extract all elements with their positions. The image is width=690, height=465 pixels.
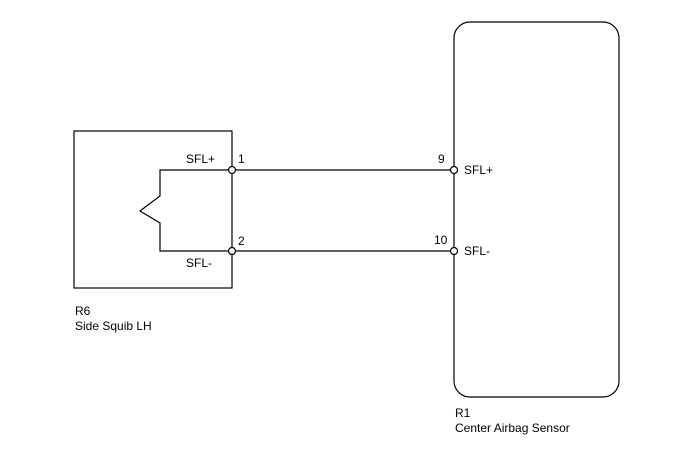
r1-pin10-number-label: 10 [434,233,448,247]
airbag-sensor-ref: R1 [455,406,471,420]
pin-r6-1 [227,165,237,175]
side-squib-box [73,130,233,289]
side-squib-ref: R6 [75,304,91,318]
r1-pin9-signal-label: SFL+ [464,163,493,177]
r1-pin9-number-label: 9 [438,152,445,166]
pin-r1-10 [449,246,459,256]
r6-pin1-number-label: 1 [238,152,245,166]
r6-pin1-signal-label: SFL+ [186,152,215,166]
r1-pin10-signal-label: SFL- [464,244,490,258]
r6-pin2-number-label: 2 [238,234,245,248]
side-squib-name: Side Squib LH [75,319,152,333]
squib-element [138,169,232,252]
airbag-sensor-box [453,21,620,398]
pin-r1-9 [449,165,459,175]
pin-r6-2 [227,246,237,256]
r6-pin2-signal-label: SFL- [186,256,212,270]
airbag-sensor-name: Center Airbag Sensor [455,421,570,435]
